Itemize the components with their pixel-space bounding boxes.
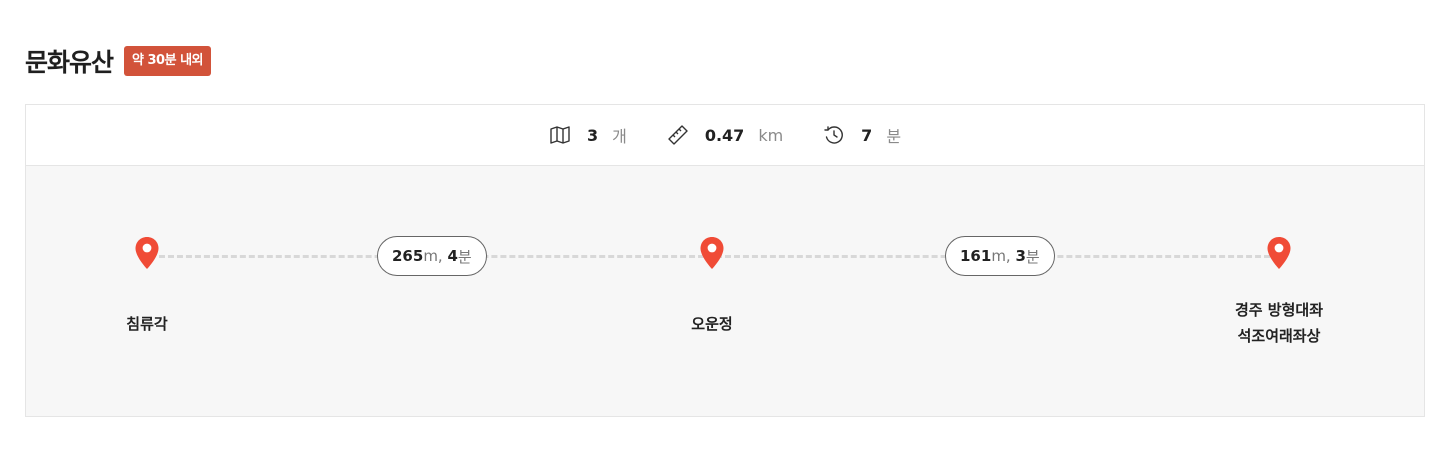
location-pin-icon	[700, 237, 724, 269]
stop-name-line: 경주 방형대좌	[1234, 301, 1324, 319]
time-value: 7	[861, 125, 873, 145]
segment-minute-unit: 분	[1025, 247, 1040, 266]
segment-minutes: 4	[447, 247, 458, 265]
segment-meters: 265	[392, 247, 424, 265]
page-title: 문화유산	[25, 48, 114, 77]
segment-minutes: 3	[1015, 247, 1026, 265]
section-header: 문화유산 약 30분 내외	[25, 43, 211, 79]
places-value: 3	[586, 125, 599, 145]
time-stat: 7 분	[823, 123, 901, 147]
segment-minute-unit: 분	[457, 247, 472, 266]
ruler-icon	[667, 124, 689, 146]
clock-icon	[823, 124, 845, 146]
location-pin-icon	[1267, 237, 1291, 269]
stop-name: 침류각	[126, 315, 168, 333]
duration-badge: 약 30분 내외	[124, 46, 211, 76]
segment-meter-unit: m,	[423, 247, 443, 265]
segment-distance-pill: 161 m, 3 분	[945, 236, 1055, 276]
distance-unit: km	[758, 125, 784, 145]
segment-meters: 161	[960, 247, 992, 265]
stop-name: 오운정	[691, 315, 733, 333]
segment-distance-pill: 265 m, 4 분	[377, 236, 487, 276]
places-stat: 3 개	[549, 123, 627, 147]
map-icon	[549, 124, 571, 146]
time-unit: 분	[886, 127, 902, 146]
distance-value: 0.47	[704, 125, 745, 145]
route-summary: 3 개 0.47 km 7 분	[26, 105, 1424, 166]
stop-name-line: 석조여래좌상	[1237, 327, 1321, 345]
location-pin-icon	[135, 237, 159, 269]
route-card: 3 개 0.47 km 7 분	[25, 104, 1425, 417]
places-unit: 개	[612, 127, 627, 146]
distance-stat: 0.47 km	[667, 124, 783, 146]
route-timeline: 침류각 265 m, 4 분 오운정 161 m, 3 분 경주 방형대좌 석조…	[26, 166, 1424, 416]
stop-name: 경주 방형대좌 석조여래좌상	[1179, 297, 1379, 349]
segment-meter-unit: m,	[991, 247, 1011, 265]
